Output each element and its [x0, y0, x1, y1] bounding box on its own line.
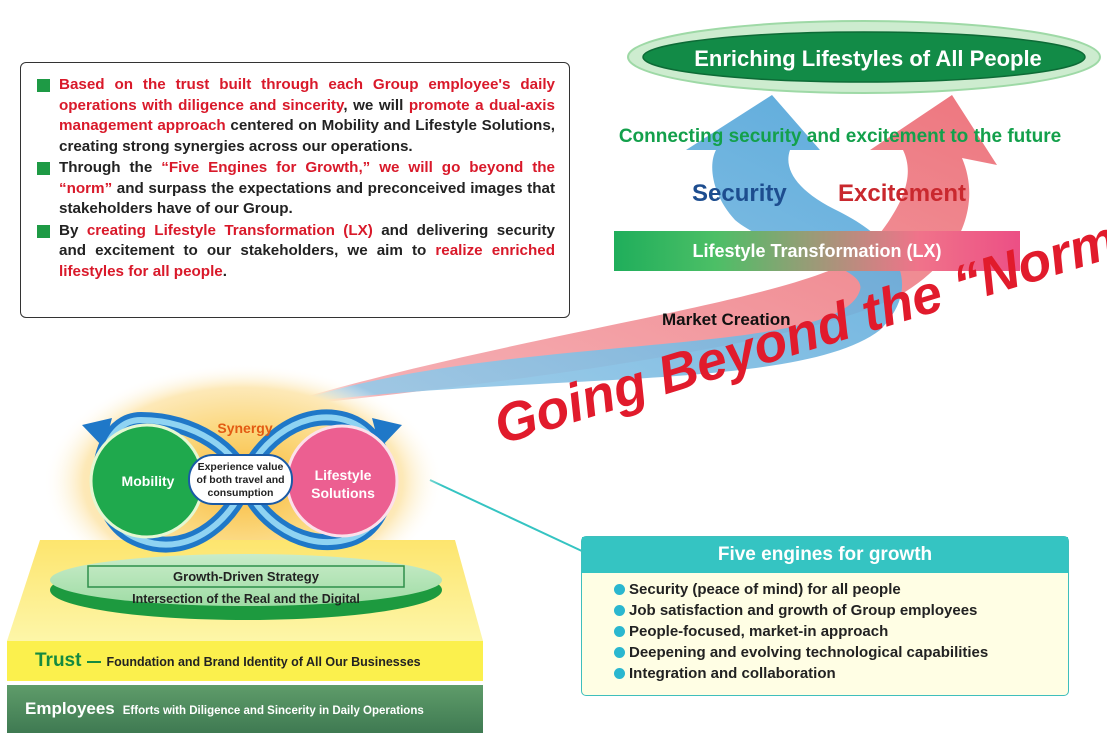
- intersection-label: Intersection of the Real and the Digital: [132, 592, 360, 606]
- dot-bullet-icon: [614, 626, 625, 637]
- mission-segment: “Five Engines for Growth,” we will go be…: [59, 159, 555, 197]
- employees-description: Efforts with Diligence and Sincerity in …: [122, 705, 424, 717]
- employees-bar: Employees Efforts with Diligence and Sinc…: [7, 685, 483, 733]
- dot-bullet-icon: [614, 668, 625, 679]
- engine-item-text: Integration and collaboration: [629, 665, 836, 682]
- five-engines-list: Security (peace of mind) for all people …: [582, 573, 1068, 684]
- engine-item: Job satisfaction and growth of Group emp…: [614, 600, 1068, 621]
- mission-item: Based on the trust built through each Gr…: [37, 75, 555, 157]
- strategy-disc: [50, 554, 442, 606]
- lifestyle-solutions-label: Lifestyle Solutions: [298, 466, 388, 502]
- security-arrow: [285, 95, 903, 405]
- mission-segment: creating Lifestyle Transformation (LX): [86, 221, 373, 239]
- mission-segment: Through the: [59, 159, 162, 176]
- engine-item-text: Deepening and evolving technological cap…: [629, 644, 989, 661]
- loop-arrowhead-left: [82, 418, 112, 448]
- dash-icon: [87, 661, 102, 663]
- experience-line: Experience value: [197, 461, 284, 473]
- dot-bullet-icon: [614, 605, 625, 616]
- mission-segment: centered on Mobility and Lifestyle Solut…: [59, 117, 555, 155]
- experience-line: of both travel and: [196, 474, 285, 486]
- synergy-label: Synergy: [217, 420, 273, 436]
- lifestyle-line: Lifestyle: [314, 467, 372, 483]
- experience-line: consumption: [207, 487, 274, 499]
- mission-segment: By: [59, 221, 87, 239]
- engine-item-text: People-focused, market-in approach: [629, 623, 889, 640]
- engine-item-text: Security (peace of mind) for all people: [629, 581, 901, 598]
- mission-statement-box: Based on the trust built through each Gr…: [20, 62, 570, 318]
- dot-bullet-icon: [614, 647, 625, 658]
- growth-driven-strategy-label: Growth-Driven Strategy: [173, 569, 319, 584]
- employees-word: Employees: [25, 699, 115, 718]
- engine-item-text: Job satisfaction and growth of Group emp…: [629, 602, 978, 619]
- green-square-bullet-icon: [37, 79, 50, 92]
- dot-bullet-icon: [614, 584, 625, 595]
- mission-segment: Based on the trust built through each Gr…: [59, 76, 555, 114]
- strategy-label-frame: [87, 565, 405, 588]
- mission-segment: .: [222, 262, 227, 280]
- five-engines-box: Five engines for growth Security (peace …: [581, 536, 1069, 696]
- engine-item: Integration and collaboration: [614, 663, 1068, 684]
- green-square-bullet-icon: [37, 162, 50, 175]
- excitement-arrow: [268, 95, 997, 408]
- mobility-label: Mobility: [121, 473, 175, 489]
- connector-line: [429, 479, 585, 553]
- trust-description: Foundation and Brand Identity of All Our…: [106, 655, 421, 669]
- mission-item: Through the “Five Engines for Growth,” w…: [37, 158, 555, 220]
- security-label: Security: [692, 180, 787, 207]
- goal-label: Enriching Lifestyles of All People: [694, 46, 1042, 71]
- connecting-tagline: Connecting security and excitement to th…: [618, 126, 1062, 147]
- green-square-bullet-icon: [37, 224, 50, 238]
- experience-value-box: Experience value of both travel and cons…: [188, 454, 293, 505]
- trust-word: Trust: [35, 650, 82, 671]
- engine-item: Security (peace of mind) for all people: [614, 579, 1068, 600]
- excitement-label: Excitement: [838, 180, 967, 207]
- lx-bar: Lifestyle Transformation (LX): [614, 231, 1020, 271]
- mission-segment: promote a dual-axis management approach: [59, 96, 555, 135]
- mission-item: By creating Lifestyle Transformation (LX…: [37, 221, 555, 283]
- mission-segment: and delivering security and excitement t…: [59, 221, 555, 260]
- mission-segment: , we will: [343, 96, 409, 114]
- five-engines-title: Five engines for growth: [582, 537, 1068, 573]
- mission-segment: realize enriched lifestyles for all peop…: [59, 242, 555, 280]
- mission-segment: and surpass the expectations and preconc…: [59, 179, 555, 218]
- trust-bar: Trust Foundation and Brand Identity of Al…: [7, 641, 483, 681]
- engine-item: Deepening and evolving technological cap…: [614, 642, 1068, 663]
- lifestyle-line: Solutions: [311, 485, 375, 501]
- engine-item: People-focused, market-in approach: [614, 621, 1068, 642]
- goal-ellipse: [642, 31, 1086, 83]
- market-creation-label: Market Creation: [662, 310, 791, 329]
